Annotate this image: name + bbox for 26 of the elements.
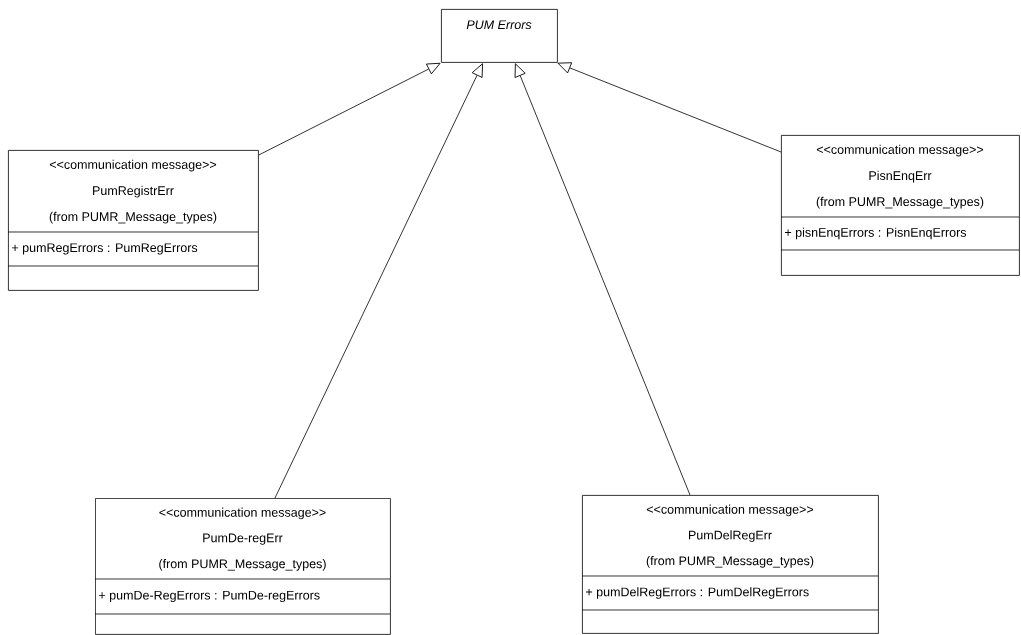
class-box xyxy=(441,9,558,63)
stereotype-label: <<communication message>> xyxy=(816,144,984,157)
attribute-text: + pumDe-RegErrors : PumDe-regErrors xyxy=(99,590,320,603)
class-box xyxy=(780,135,1020,276)
class-name: PumDelRegErr xyxy=(689,530,772,542)
class-box xyxy=(94,498,391,635)
generalization-arrow xyxy=(258,62,441,156)
stereotype-label: <<communication message>> xyxy=(159,507,326,520)
package-label: (from PUMR_Message_types) xyxy=(159,559,326,571)
generalization-arrow xyxy=(557,62,782,153)
class-name: PisnEnqErr xyxy=(869,170,932,183)
generalization-arrow xyxy=(274,63,483,499)
stereotype-label: <<communication message>> xyxy=(49,159,217,172)
package-label: (from PUMR_Message_types) xyxy=(816,196,984,209)
generalization-arrow xyxy=(514,63,691,496)
attribute-text: + pisnEnqErrors : PisnEnqErrors xyxy=(785,227,967,240)
class-name: PUM Errors xyxy=(466,20,532,30)
class-box xyxy=(581,495,879,634)
class-box xyxy=(7,150,259,291)
package-label: (from PUMR_Message_types) xyxy=(49,211,217,224)
attribute-text: + pumRegErrors : PumRegErrors xyxy=(12,243,198,255)
class-name: PumDe-regErr xyxy=(203,533,283,545)
package-label: (from PUMR_Message_types) xyxy=(646,556,814,568)
attribute-text: + pumDelRegErrors : PumDelRegErrors xyxy=(586,587,809,599)
stereotype-label: <<communication message>> xyxy=(646,504,814,517)
class-name: PumRegistrErr xyxy=(93,185,174,198)
